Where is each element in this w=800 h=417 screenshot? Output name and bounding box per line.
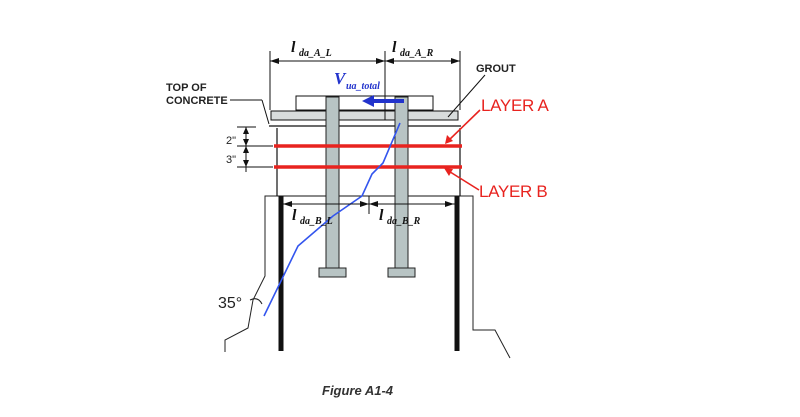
anchor-bolt-left-head <box>318 267 347 278</box>
force-arrow-head <box>362 95 374 107</box>
dim-arrow <box>360 201 369 207</box>
label-layer-b: LAYER B <box>479 182 547 201</box>
label-layer-a: LAYER A <box>481 96 549 115</box>
dim-arrow <box>385 58 394 64</box>
dim-arrow <box>283 201 292 207</box>
label-top-of-concrete-2: CONCRETE <box>166 95 228 107</box>
grout-layer <box>270 110 459 121</box>
svg-text:l: l <box>379 207 384 224</box>
anchor-bolt-right-head <box>387 267 416 278</box>
anchor-bolt-left <box>325 96 340 273</box>
label-v-ua-total: V ua_total <box>334 69 380 92</box>
layer-b-leader-arrow <box>444 168 453 176</box>
svg-text:l: l <box>291 39 296 56</box>
layer-a-leader-arrow <box>445 135 453 144</box>
concrete-outline-right <box>460 195 511 359</box>
layer-b-leader <box>446 169 480 191</box>
dim-arrow <box>243 146 249 153</box>
label-dim-3: 3" <box>226 154 236 166</box>
label-l-da-a-r: l da_A_R <box>392 39 434 59</box>
label-angle: 35° <box>218 295 242 312</box>
svg-text:da_A_R: da_A_R <box>400 48 434 59</box>
svg-text:V: V <box>334 69 347 88</box>
label-grout: GROUT <box>476 63 516 75</box>
layer-a-leader <box>446 109 481 143</box>
figure-caption: Figure A1-4 <box>322 383 394 398</box>
svg-text:ua_total: ua_total <box>346 81 380 92</box>
svg-text:l: l <box>292 207 297 224</box>
label-dim-2: 2" <box>226 135 236 147</box>
label-l-da-b-r: l da_B_R <box>379 207 421 227</box>
concrete-outline-left <box>224 195 280 352</box>
label-l-da-a-l: l da_A_L <box>291 39 332 59</box>
anchor-bolt-right <box>394 96 409 273</box>
dim-arrow <box>243 139 249 146</box>
toc-leader-2 <box>261 99 270 125</box>
dim-arrow <box>243 160 249 167</box>
breakout-line <box>263 122 401 317</box>
dim-arrow <box>243 127 249 134</box>
svg-text:l: l <box>392 39 397 56</box>
svg-text:da_A_L: da_A_L <box>299 48 332 59</box>
dim-arrow <box>376 58 385 64</box>
dim-arrow <box>369 201 378 207</box>
label-l-da-b-l: l da_B_L <box>292 207 333 227</box>
svg-text:da_B_L: da_B_L <box>300 216 333 227</box>
dim-arrow <box>445 201 454 207</box>
top-plate <box>295 95 434 111</box>
dim-arrow <box>451 58 460 64</box>
grout-leader <box>447 74 486 118</box>
angle-leader <box>249 298 263 305</box>
svg-text:da_B_R: da_B_R <box>387 216 421 227</box>
label-top-of-concrete-1: TOP OF <box>166 82 207 94</box>
dim-arrow <box>270 58 279 64</box>
